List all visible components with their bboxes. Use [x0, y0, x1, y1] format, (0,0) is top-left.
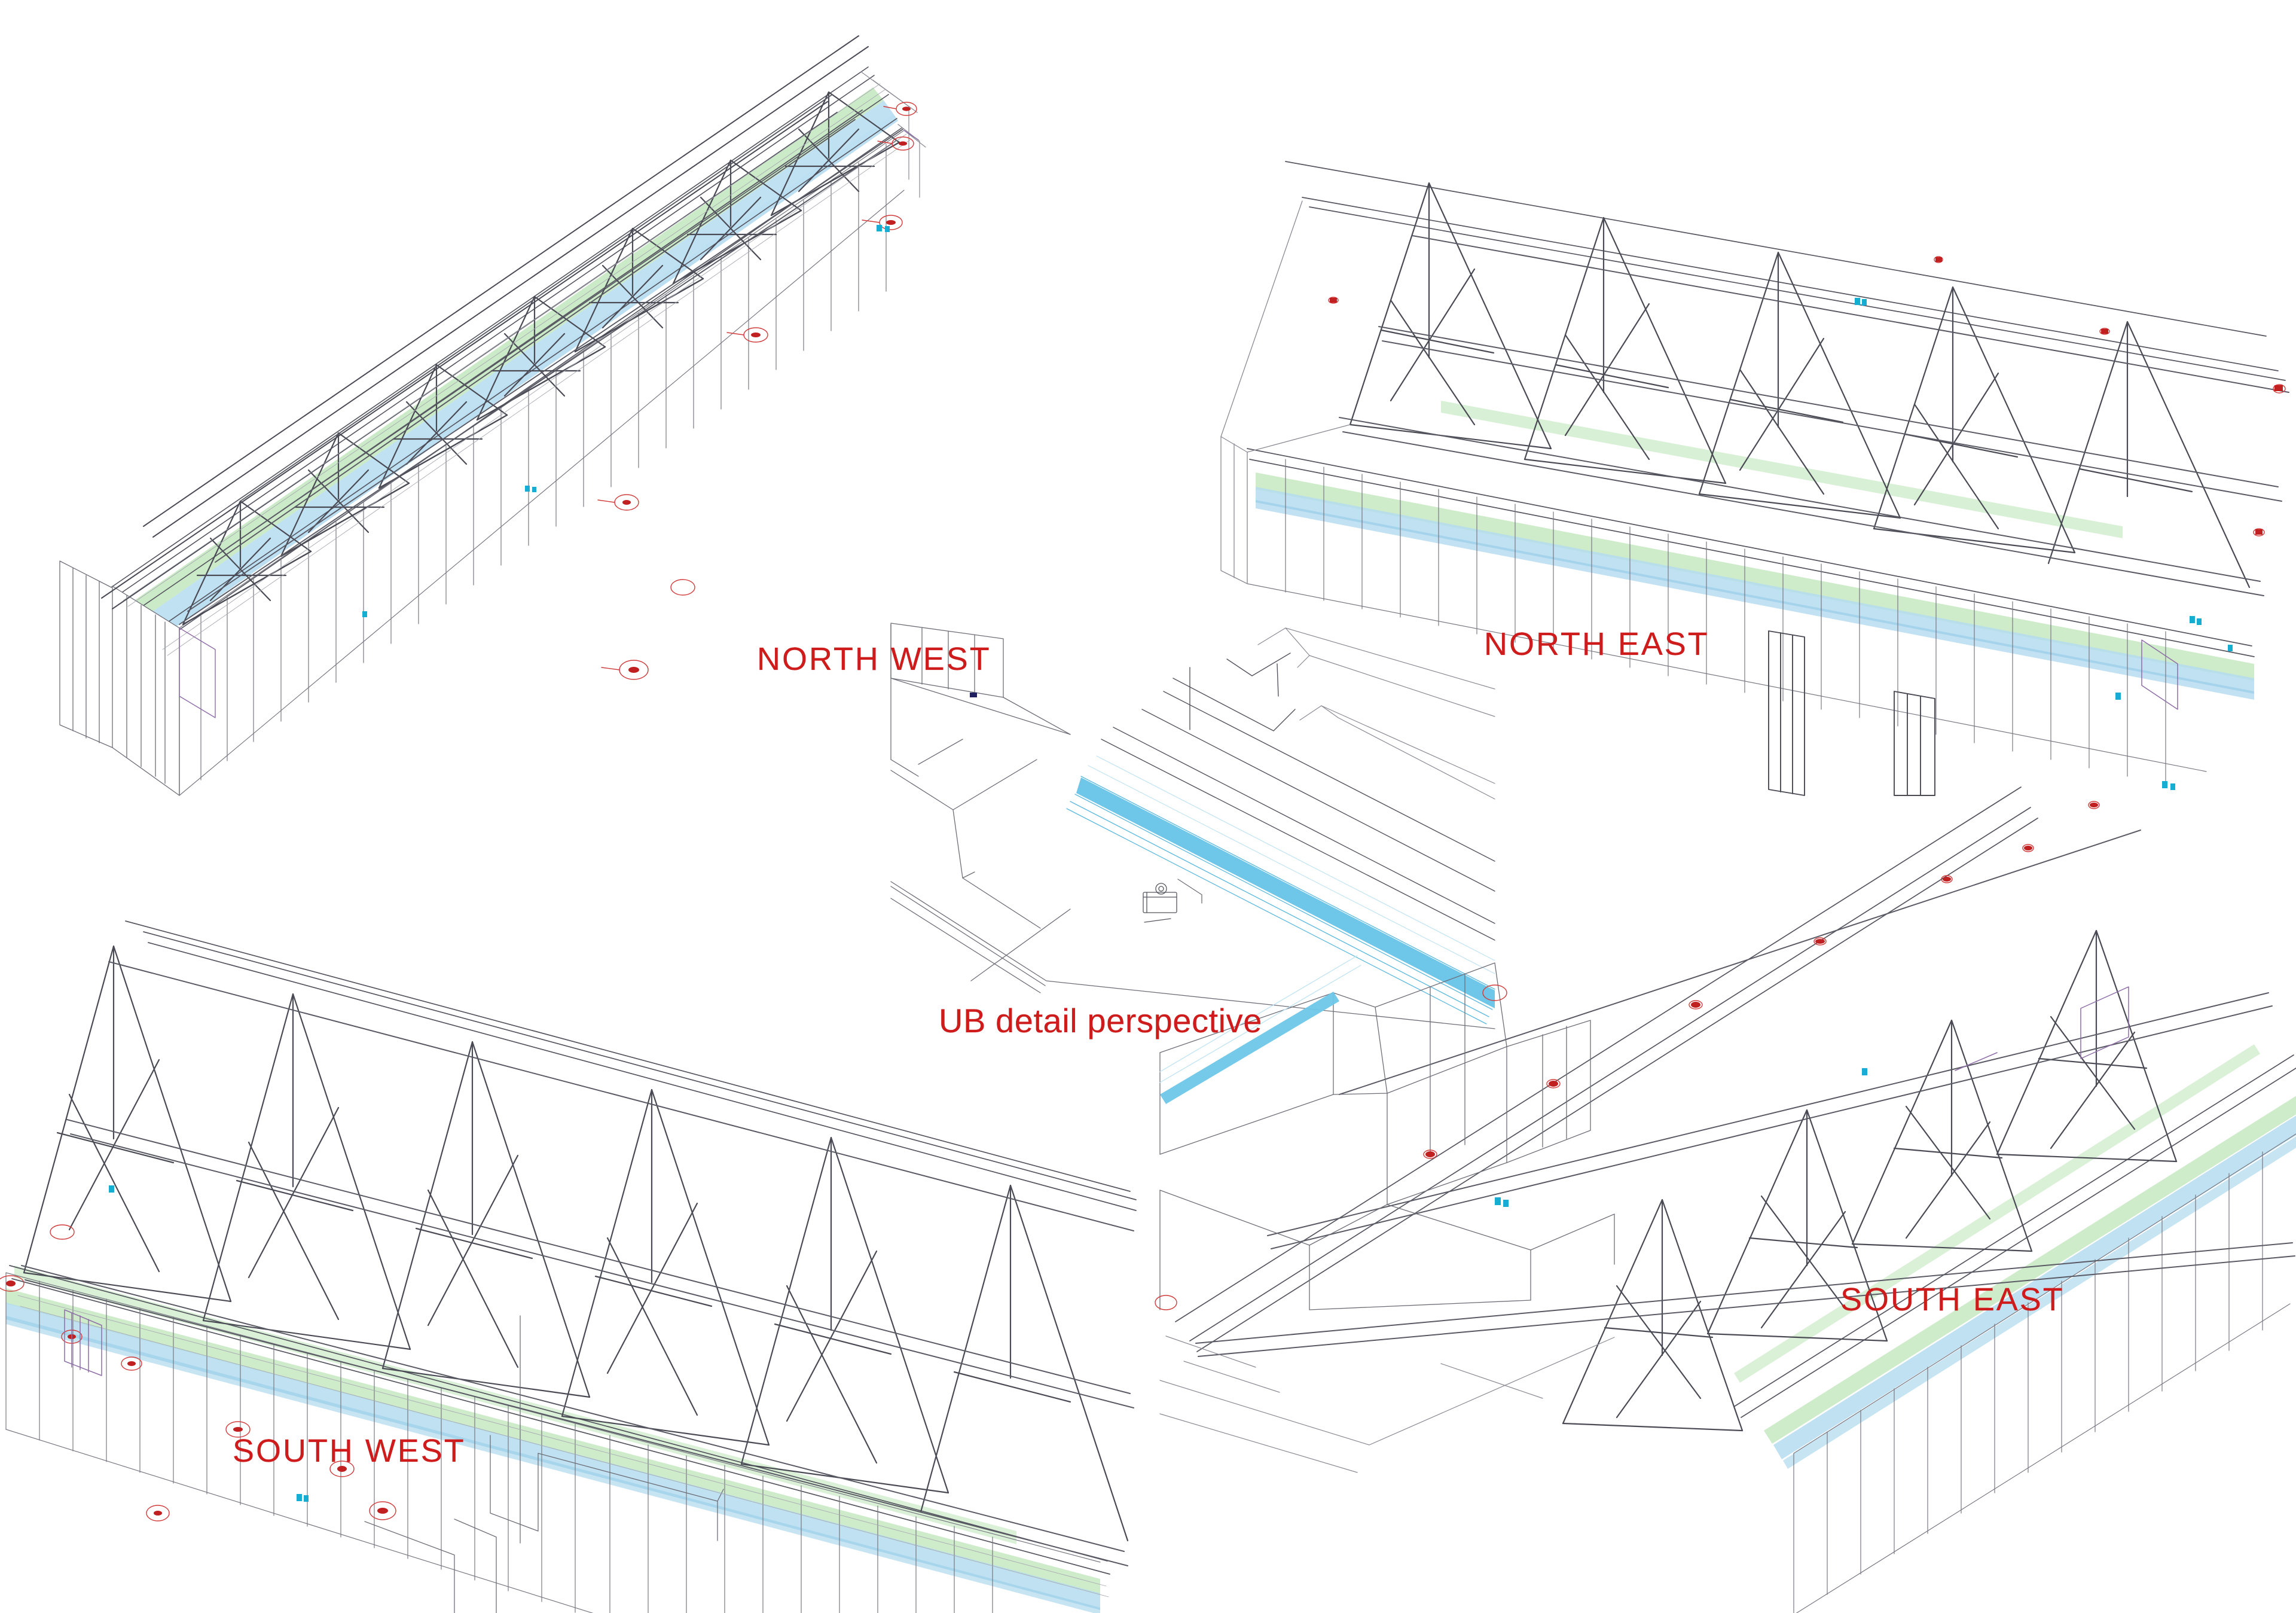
wall-face-boards — [179, 130, 905, 796]
annotation-callouts — [597, 102, 917, 680]
view-north-west — [0, 0, 1046, 837]
annotation-violet — [1955, 986, 2129, 1071]
caption-ub-detail: UB detail perspective — [939, 1002, 1262, 1039]
wall-plate-band — [6, 1266, 1100, 1613]
caption-north-east: NORTH EAST — [1484, 626, 1709, 662]
wall-plate-band — [1256, 401, 2254, 700]
annotation-markers — [622, 106, 911, 673]
timber-posts — [1768, 630, 1935, 796]
roof-trusses — [1349, 182, 2251, 589]
caption-south-west: SOUTH WEST — [233, 1433, 466, 1469]
vertical-board-cladding — [1793, 1133, 2296, 1613]
purlins — [1195, 830, 2295, 1357]
purlins — [179, 94, 903, 625]
annotation-callouts — [1155, 801, 2100, 1310]
universal-beam-tail — [1160, 992, 1339, 1104]
annotation-violet — [64, 1309, 102, 1376]
view-ub-detail — [890, 622, 1495, 1029]
vertical-board-cladding — [1247, 452, 2207, 785]
purlins — [1339, 235, 2289, 596]
annotation-violet — [179, 130, 919, 718]
view-south-east — [1155, 736, 2296, 1613]
bearing-plate — [1143, 892, 1177, 913]
far-eaves — [860, 71, 926, 198]
wall-plate-band — [129, 87, 898, 641]
wall-plate-band — [1734, 1044, 2296, 1469]
annotation-cyan-symbols — [362, 225, 890, 617]
universal-beam-edges — [1066, 776, 1495, 1024]
return-wall — [1159, 962, 1615, 1310]
annotation-cyan-symbols — [109, 1185, 309, 1502]
annotation-callouts — [1328, 256, 2286, 536]
annotation-cyan-symbols — [1495, 781, 2175, 1207]
annotation-violet — [2141, 639, 2178, 710]
annotation-dark-marker — [970, 693, 977, 697]
view-north-east — [1190, 90, 2296, 796]
caption-south-east: SOUTH EAST — [1840, 1282, 2065, 1318]
view-south-west — [0, 897, 1137, 1613]
purlins — [21, 961, 1134, 1566]
universal-beam — [1076, 777, 1495, 1008]
caption-north-west: NORTH WEST — [757, 641, 991, 677]
fixing-bolt — [1144, 883, 1171, 923]
roof-trusses — [101, 35, 900, 626]
annotation-cyan-symbols — [1855, 298, 2233, 700]
roof-trusses — [1562, 929, 2178, 1432]
boarded-panel — [597, 1429, 1101, 1613]
